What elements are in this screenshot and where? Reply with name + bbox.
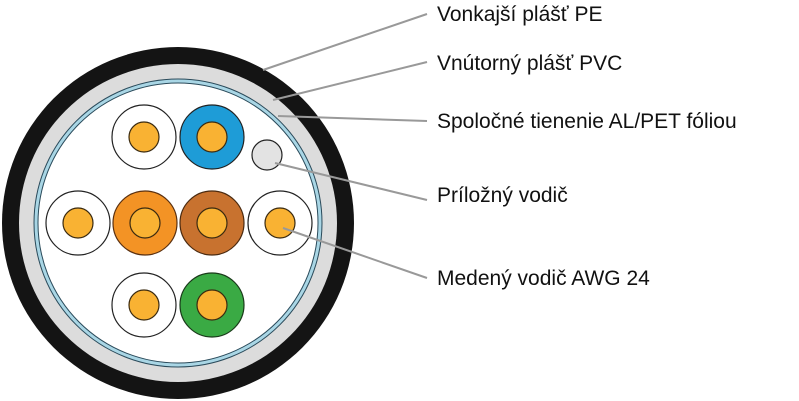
leader-line-copper-conductor	[282, 227, 428, 279]
copper-core	[196, 121, 228, 153]
leader-line-inner-jacket	[272, 61, 428, 101]
pair-blue	[111, 104, 245, 170]
label-inner-jacket: Vnútorný plášť PVC	[437, 52, 623, 75]
label-drain-wire: Príložný vodič	[437, 184, 568, 207]
pair-orange	[45, 190, 178, 256]
pair-brown	[179, 190, 313, 256]
leader-line-shield	[277, 115, 428, 122]
copper-core	[128, 289, 160, 321]
pair-green	[111, 272, 245, 338]
copper-core	[196, 207, 228, 239]
leader-line-outer-jacket	[262, 13, 428, 71]
label-outer-jacket: Vonkajší plášť PE	[437, 3, 603, 26]
drain-wire	[251, 139, 283, 171]
leader-line-drain-wire	[274, 162, 428, 201]
copper-core	[129, 207, 161, 239]
copper-core	[128, 121, 160, 153]
copper-core	[62, 207, 94, 239]
copper-core	[196, 289, 228, 321]
label-copper-conductor: Medený vodič AWG 24	[437, 267, 650, 290]
shield-inner-edge	[37, 82, 319, 364]
copper-core	[264, 207, 296, 239]
label-shield: Spoločné tienenie AL/PET fóliou	[437, 110, 737, 133]
